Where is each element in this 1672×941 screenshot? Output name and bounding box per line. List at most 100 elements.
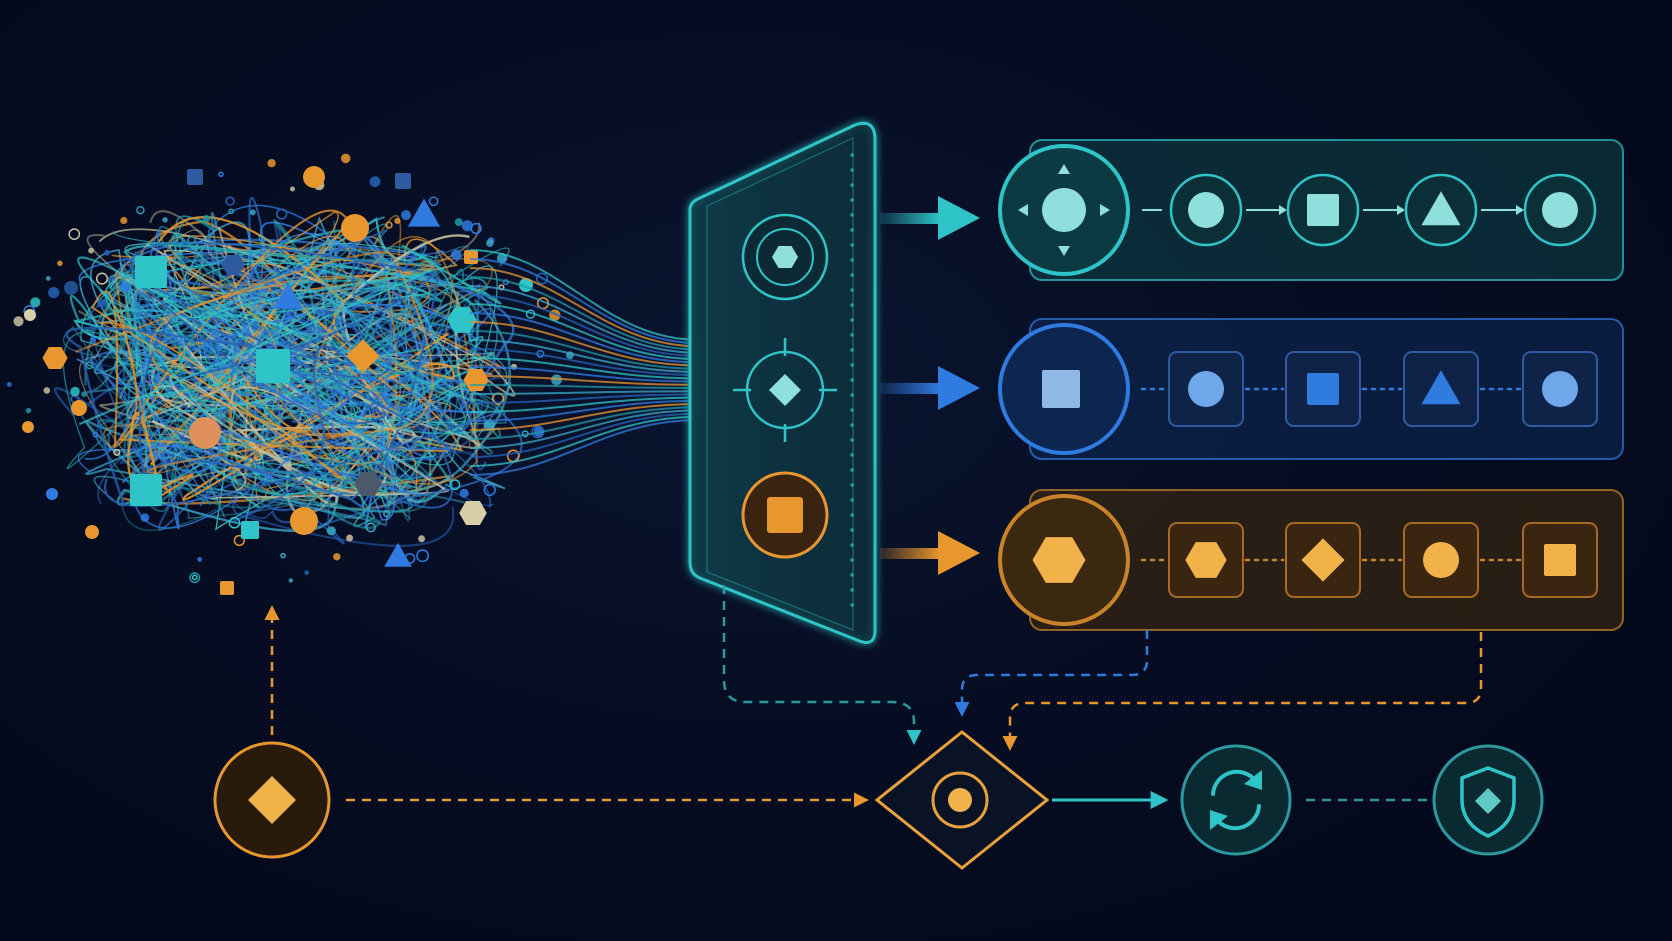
funnel-line (469, 396, 701, 413)
connector-pipeline-to-decision (954, 630, 1149, 717)
scatter-dot (233, 534, 245, 547)
pipeline-lead-node[interactable] (998, 494, 1130, 626)
scatter-dot (276, 208, 288, 220)
pipeline-step[interactable] (1285, 351, 1361, 427)
diamond-icon (346, 339, 380, 373)
funnel-line (469, 409, 701, 449)
diamond-icon (769, 374, 801, 406)
hexagon-icon (221, 255, 245, 275)
tangle-strand (116, 303, 448, 532)
scatter-dot (304, 570, 310, 575)
triangle-icon (407, 198, 441, 227)
funnel-line (469, 419, 701, 476)
scatter-dot (340, 153, 351, 164)
rail-dot (850, 528, 854, 532)
funnel-line (469, 348, 701, 377)
pipeline-teal (998, 139, 1624, 281)
rail-dot (850, 573, 854, 577)
scatter-dot (136, 205, 145, 215)
rail-dot (850, 513, 854, 517)
scatter-dot (13, 316, 24, 327)
funnel-line (469, 330, 701, 370)
funnel-line (469, 375, 701, 386)
scatter-dot (88, 247, 94, 254)
rail-dot (850, 558, 854, 562)
pipeline-step[interactable] (1522, 351, 1598, 427)
scatter-dot (401, 210, 411, 221)
tangle-strand (104, 283, 523, 509)
pipeline-step[interactable] (1404, 173, 1478, 247)
funnel-line (469, 249, 701, 341)
scatter-dot (483, 483, 496, 497)
filter-slot-crosshair[interactable] (733, 338, 837, 442)
scatter-dot (25, 407, 32, 414)
funnel-line (469, 357, 701, 380)
refresh-icon (1210, 769, 1262, 831)
scatter-dot (385, 221, 393, 229)
square-icon (1544, 544, 1576, 576)
funnel-line (469, 390, 701, 395)
tangle-strand (169, 329, 452, 461)
funnel-line (469, 406, 701, 440)
pipeline-step[interactable] (1403, 351, 1479, 427)
rail-dot (850, 153, 854, 157)
pipeline-step[interactable] (1523, 173, 1597, 247)
rail-dot (850, 228, 854, 232)
dpad-circle-icon (1018, 164, 1110, 256)
pipeline-step[interactable] (1169, 173, 1243, 247)
funnel-line (469, 403, 701, 431)
scatter-dot (449, 479, 461, 491)
circle-icon (189, 417, 221, 449)
rail-dot (850, 213, 854, 217)
tangle-strand (129, 242, 437, 425)
circle-icon (1188, 371, 1224, 407)
rail-dot (850, 303, 854, 307)
sync-node[interactable] (1180, 744, 1292, 856)
scatter-dot (394, 217, 401, 224)
rail-dot (850, 393, 854, 397)
connector-filter-to-decision (722, 585, 922, 745)
pipeline-step[interactable] (1168, 351, 1244, 427)
decision-node[interactable] (874, 730, 1050, 870)
pipeline-step[interactable] (1285, 522, 1361, 598)
rail-dot (850, 588, 854, 592)
rail-dot (850, 288, 854, 292)
funnel-line (469, 276, 701, 351)
triangle-icon (1421, 191, 1461, 226)
filter-dot-rail (850, 153, 854, 607)
funnel-line (469, 399, 701, 422)
source-node[interactable] (213, 741, 331, 859)
square-icon (220, 581, 234, 595)
circle-icon (64, 281, 78, 295)
scatter-dot (162, 217, 168, 223)
circle-icon (1188, 192, 1224, 228)
pipeline-lead-node[interactable] (998, 144, 1130, 276)
pipeline-step[interactable] (1168, 522, 1244, 598)
filter-slot-square[interactable] (741, 471, 829, 559)
tangle-strand (77, 256, 432, 452)
shield-node[interactable] (1432, 744, 1544, 856)
rail-dot (850, 243, 854, 247)
square-icon (256, 349, 290, 383)
funnel-line (469, 312, 701, 364)
rail-dot (850, 333, 854, 337)
arrow-orange (880, 531, 980, 575)
scatter-dot (346, 534, 354, 542)
filter-slot-hexagon[interactable] (741, 213, 829, 301)
pipeline-step[interactable] (1403, 522, 1479, 598)
pipeline-step[interactable] (1286, 173, 1360, 247)
funnel-line (469, 258, 701, 345)
scatter-dot (30, 297, 41, 308)
tangle-strand (100, 242, 417, 489)
tangled-network (6, 153, 574, 595)
tangle-strand (149, 279, 399, 437)
square-icon (135, 256, 167, 288)
rail-dot (850, 168, 854, 172)
pipeline-blue (998, 318, 1624, 460)
scatter-dot (486, 239, 494, 247)
circle-icon (1542, 371, 1578, 407)
pipeline-lead-node[interactable] (998, 323, 1130, 455)
scatter-dot (369, 176, 381, 188)
pipeline-step[interactable] (1522, 522, 1598, 598)
tangle-strand (148, 284, 430, 475)
